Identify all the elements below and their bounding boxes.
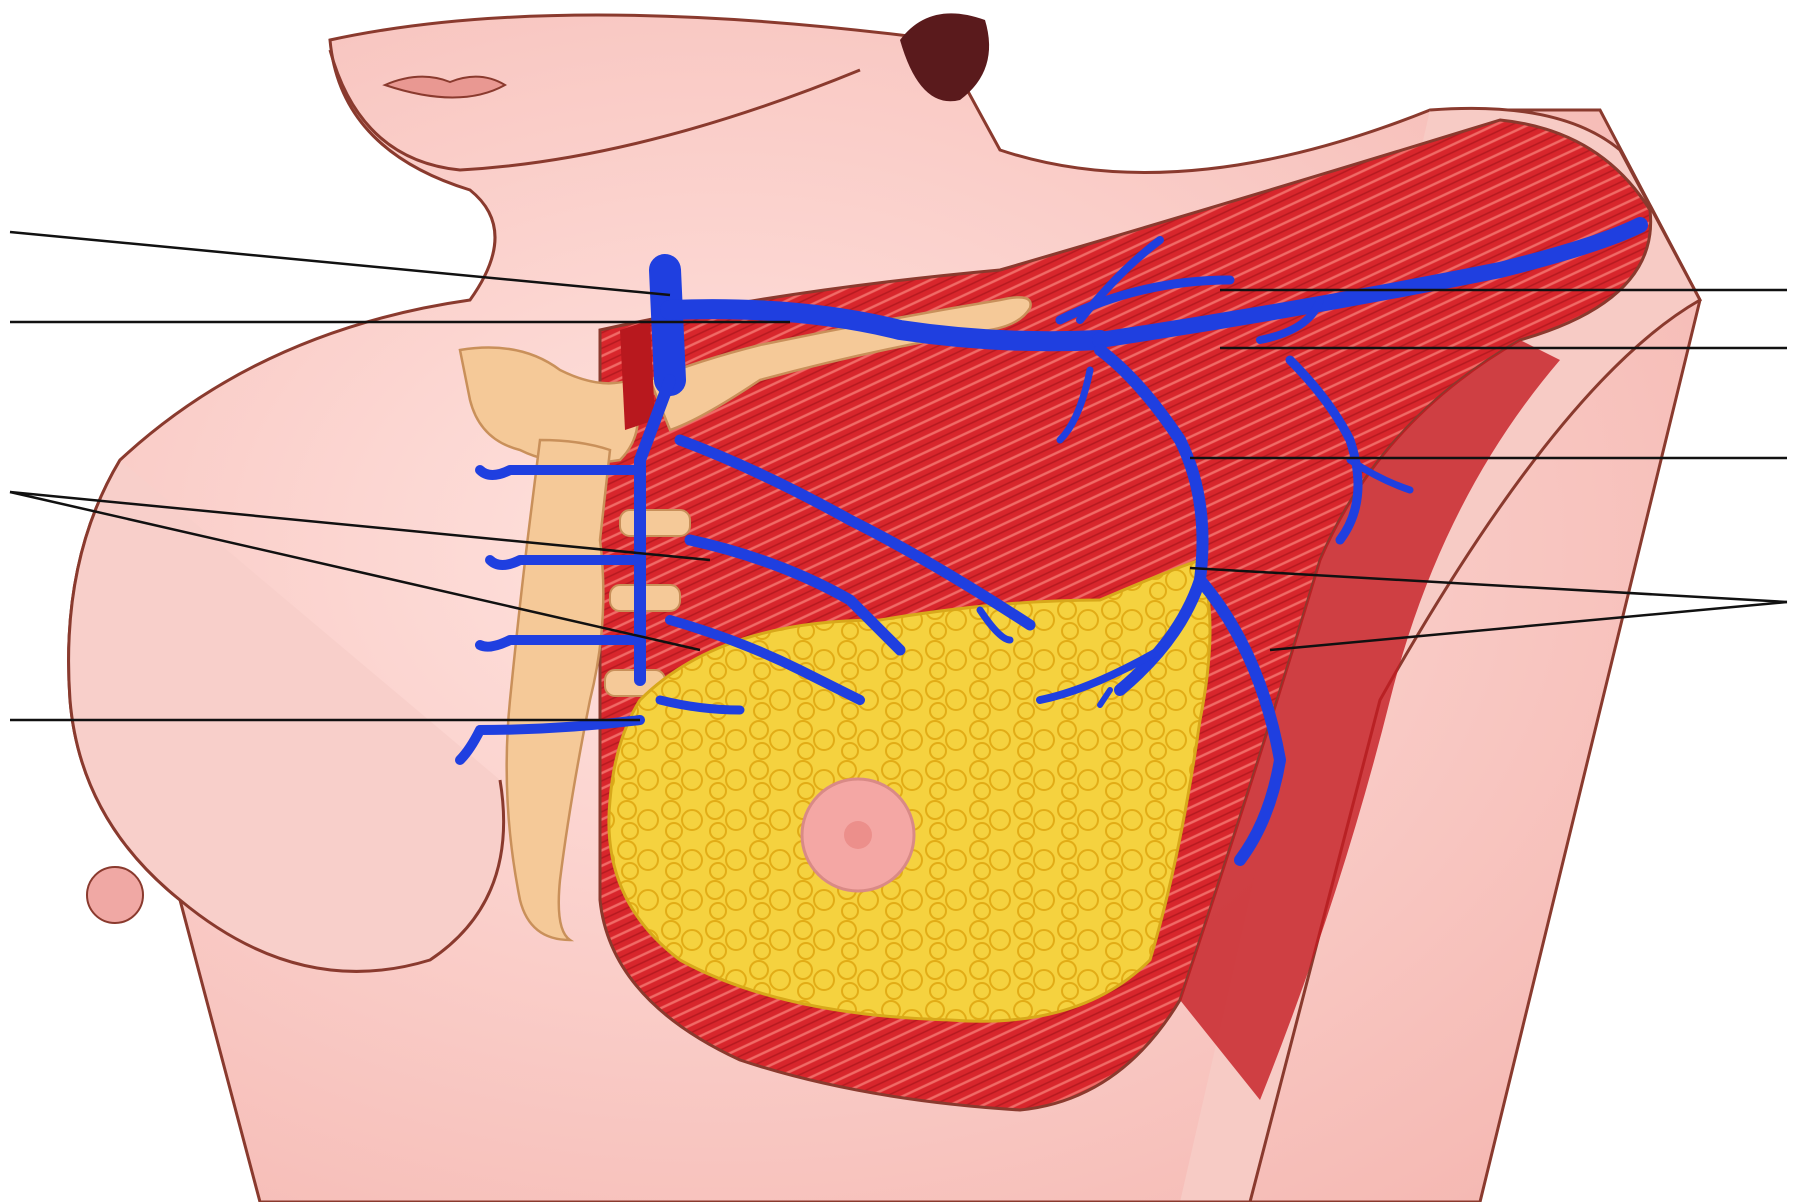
costal-cartilage-1 [620,510,690,536]
artery-stump [620,320,655,430]
anterior-intercostal-vein-2 [490,560,640,565]
internal-jugular-vein [665,270,670,380]
anterior-intercostal-vein-1 [480,470,640,475]
nipple [844,821,872,849]
left-nipple [87,867,143,923]
